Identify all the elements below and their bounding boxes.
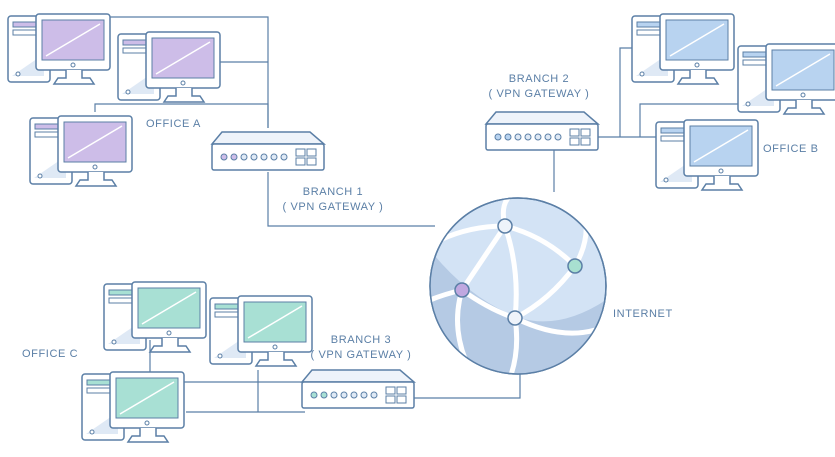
office-b-computer-icon [631,13,735,85]
office-c-computer-icon [81,371,185,443]
branch-2-name: BRANCH 2 [508,73,570,85]
internet-globe-icon [429,197,607,375]
globe-node [497,218,513,234]
office-b-label: OFFICE B [763,143,819,155]
globe-node [507,310,523,326]
branch-2-role: ( VPN GATEWAY ) [488,88,590,100]
office-b-computer-icon [737,43,835,115]
branch-3-name: BRANCH 3 [330,334,392,346]
link-branch3-internet [414,372,521,399]
branch-1-label: BRANCH 1 ( VPN GATEWAY ) [278,186,388,213]
office-a-computer-icon [29,115,133,187]
connection-lines [94,16,740,413]
branch-1-name: BRANCH 1 [302,186,364,198]
office-b-computer-icon [655,119,759,191]
link-branch1-internet [267,172,435,227]
branch-3-router-icon [300,369,417,409]
link-office-a-pc1 [100,16,269,128]
office-a-label: OFFICE A [146,118,201,130]
link-officeb-pc1 [619,47,632,137]
branch-3-role: ( VPN GATEWAY ) [310,349,412,361]
globe-node [567,258,583,274]
link-office-a-pc3 [94,103,269,128]
office-c-computer-icon [103,281,207,353]
branch-2-router-icon [484,111,601,151]
globe-node [454,282,470,298]
office-a-computer-icon [7,13,111,85]
branch-3-label: BRANCH 3 ( VPN GATEWAY ) [306,334,416,361]
link-officeb-pc2 [639,103,740,137]
internet-label: INTERNET [613,308,673,320]
branch-1-router-icon [210,131,327,171]
office-c-computer-icon [209,295,313,367]
office-a-computer-icon [117,31,221,103]
branch-2-label: BRANCH 2 ( VPN GATEWAY ) [484,73,594,100]
branch-1-role: ( VPN GATEWAY ) [282,201,384,213]
office-c-label: OFFICE C [22,348,79,360]
